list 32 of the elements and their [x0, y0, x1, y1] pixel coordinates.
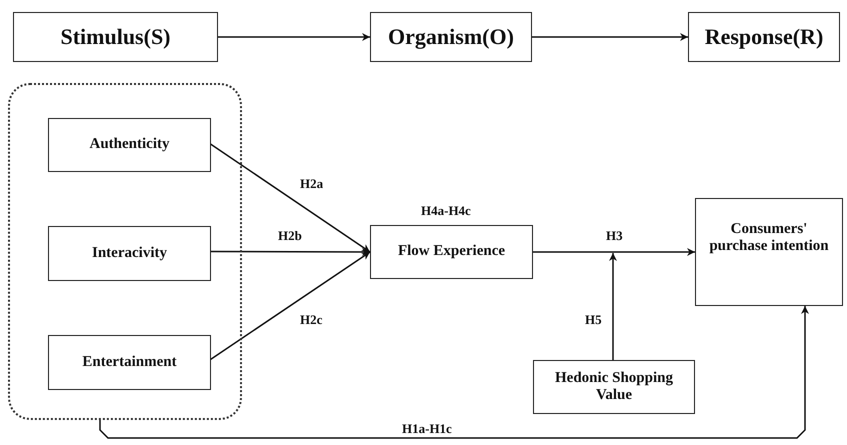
- arrow: [533, 248, 695, 256]
- construct-box: [688, 12, 840, 62]
- box-label: Entertainment: [82, 354, 177, 372]
- edge-label: H3: [604, 229, 625, 244]
- arrow: [218, 33, 370, 41]
- construct-box: [695, 198, 843, 306]
- hypothesis-label: H4a-H4c: [421, 203, 471, 219]
- construct-box: [370, 225, 533, 279]
- construct-box: [533, 360, 695, 414]
- edge-label: H5: [583, 313, 604, 328]
- group-outline: [8, 83, 242, 420]
- arrow: [99, 306, 809, 439]
- box-label: Authenticity: [90, 136, 170, 154]
- construct-box: [13, 12, 218, 62]
- arrow: [609, 253, 617, 360]
- construct-box: [48, 226, 211, 281]
- edge-label: H2b: [276, 229, 304, 244]
- construct-box: [370, 12, 532, 62]
- edge-label: H2a: [298, 177, 326, 192]
- box-label: Organism(O): [388, 24, 514, 50]
- box-label: Stimulus(S): [60, 24, 171, 50]
- edge-label: H1a-H1c: [400, 422, 454, 436]
- construct-box: [48, 118, 211, 172]
- box-label: Hedonic Shopping Value: [554, 370, 674, 404]
- box-label: Consumers' purchase intention: [708, 221, 830, 256]
- box-label: Response(R): [704, 24, 824, 50]
- arrow: [209, 248, 370, 256]
- edge-label: H2c: [298, 313, 324, 328]
- box-label: Flow Experience: [398, 243, 506, 261]
- box-label: Interacivity: [92, 244, 167, 262]
- arrow: [532, 33, 688, 41]
- construct-box: [48, 335, 211, 390]
